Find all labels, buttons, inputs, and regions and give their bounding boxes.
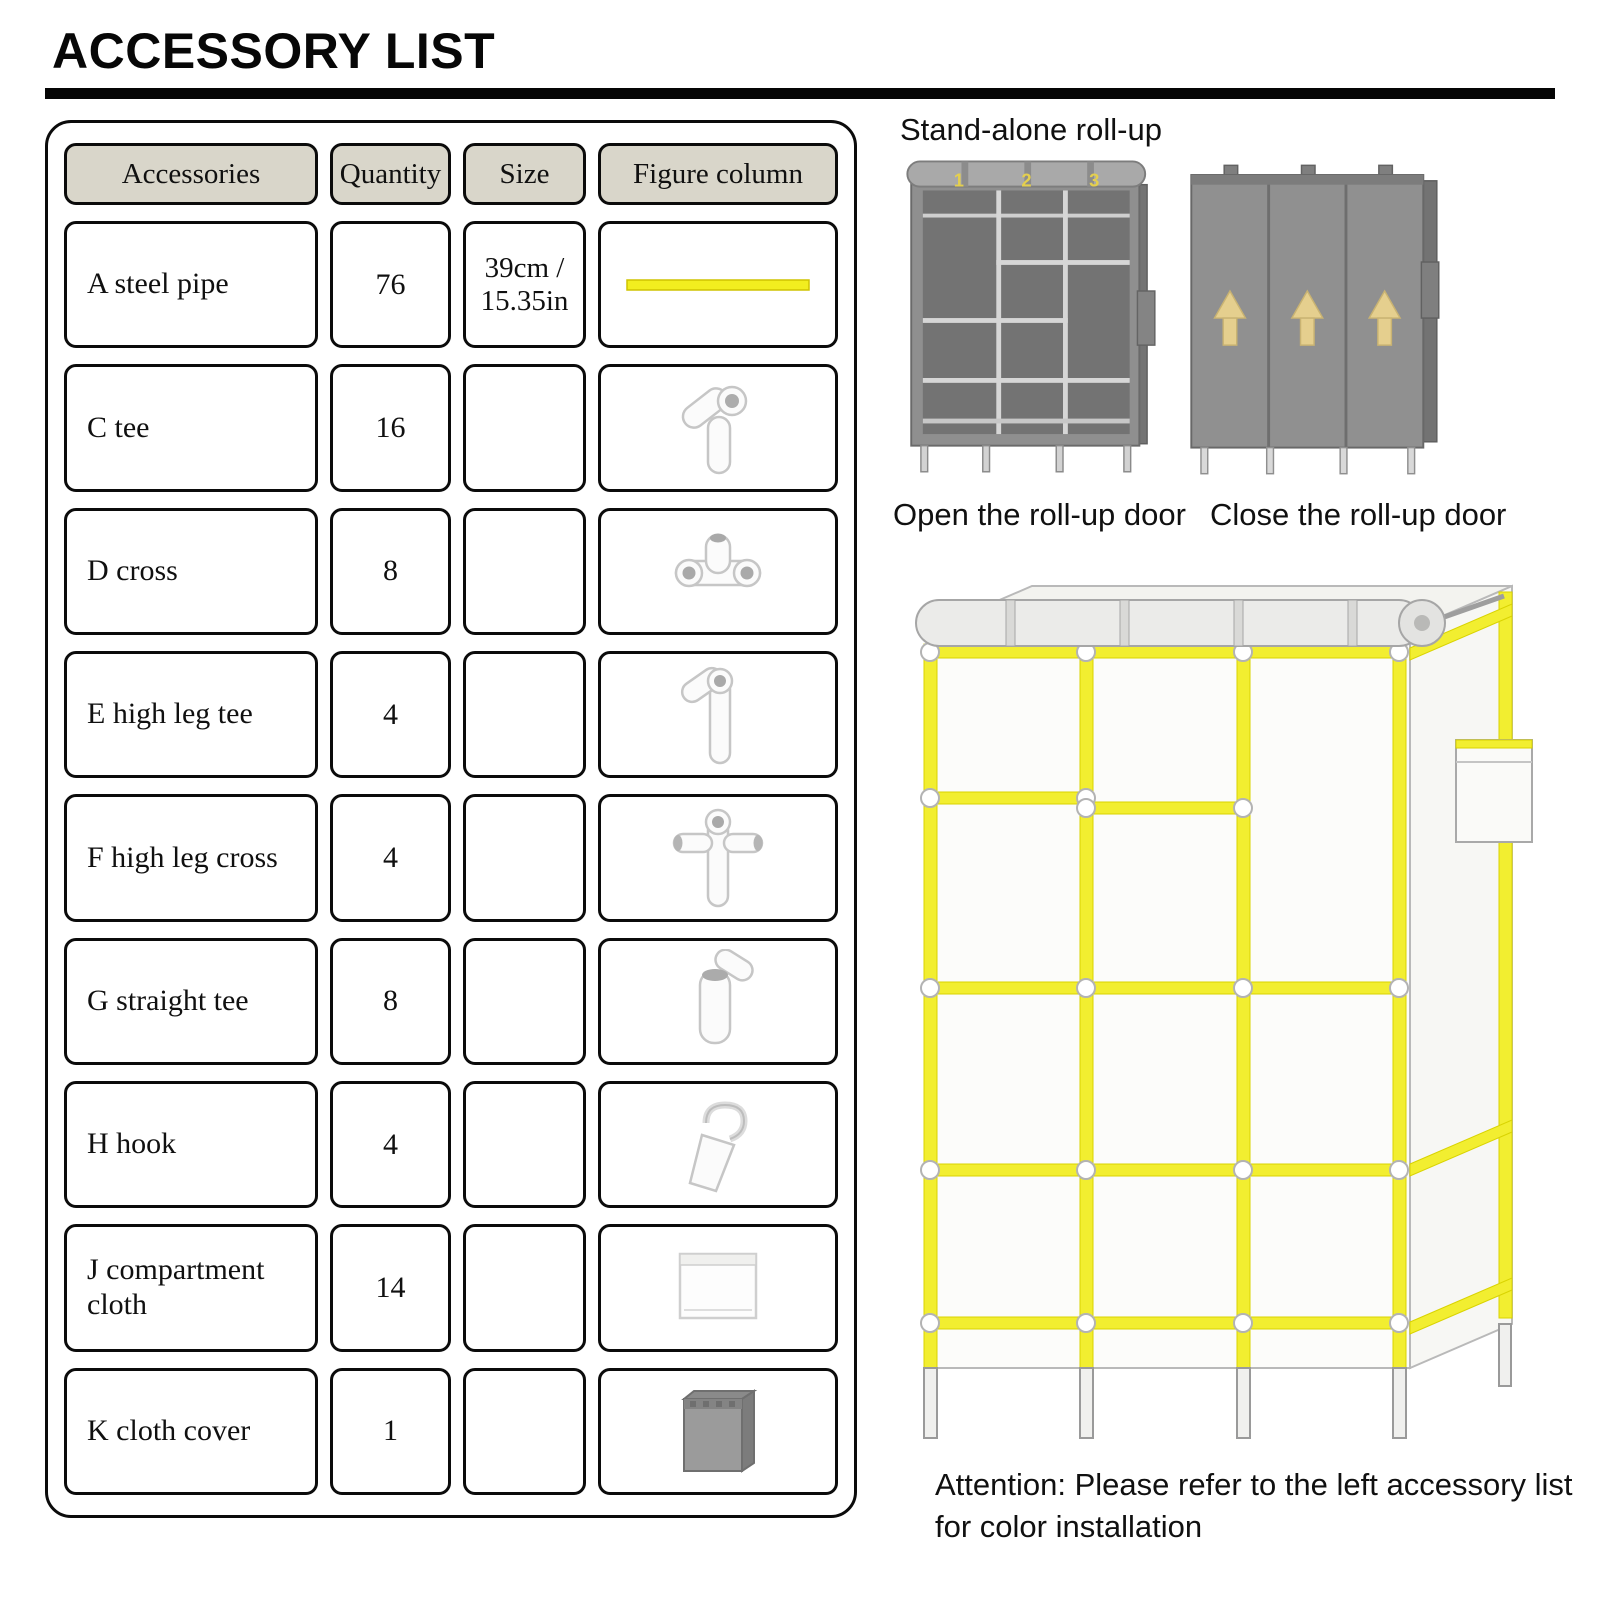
header-accessories: Accessories xyxy=(64,143,318,205)
accessory-size xyxy=(463,794,586,922)
accessory-name: J compartment cloth xyxy=(64,1224,318,1352)
accessory-quantity: 8 xyxy=(330,937,451,1065)
accessory-name: E high leg tee xyxy=(64,651,318,779)
accessory-name: C tee xyxy=(64,364,318,492)
header-quantity: Quantity xyxy=(330,143,451,205)
accessory-figure-cell xyxy=(598,364,838,492)
standalone-rollup-label: Stand-alone roll-up xyxy=(900,112,1162,147)
accessory-quantity: 4 xyxy=(330,794,451,922)
high-leg-cross-icon xyxy=(672,808,764,908)
accessory-figure-cell xyxy=(598,651,838,779)
accessory-figure-cell xyxy=(598,221,838,349)
accessory-name: G straight tee xyxy=(64,937,318,1065)
accessory-size xyxy=(463,1224,586,1352)
accessory-size xyxy=(463,507,586,635)
page-title: ACCESSORY LIST xyxy=(52,23,496,79)
accessory-size xyxy=(463,1081,586,1209)
high-leg-tee-icon xyxy=(680,666,734,764)
accessory-name: K cloth cover xyxy=(64,1367,318,1495)
tee-connector-icon xyxy=(681,386,748,475)
panel-number-2: 2 xyxy=(1021,170,1031,191)
header-size: Size xyxy=(463,143,586,205)
accessory-size: 39cm / 15.35in xyxy=(463,221,586,349)
accessory-name: H hook xyxy=(64,1081,318,1209)
hook-icon xyxy=(688,1101,748,1193)
accessory-name: D cross xyxy=(64,507,318,635)
accessory-figure-cell xyxy=(598,1224,838,1352)
cloth-cover-icon xyxy=(681,1389,758,1474)
accessory-figure-cell xyxy=(598,937,838,1065)
header-figure: Figure column xyxy=(598,143,838,205)
accessory-size xyxy=(463,364,586,492)
accessory-figure-cell xyxy=(598,507,838,635)
accessory-size xyxy=(463,937,586,1065)
closed-wardrobe-illustration xyxy=(1190,164,1440,475)
accessory-size xyxy=(463,651,586,779)
accessory-quantity: 14 xyxy=(330,1224,451,1352)
title-rule xyxy=(45,88,1555,99)
accessory-figure-cell xyxy=(598,1367,838,1495)
open-door-caption: Open the roll-up door xyxy=(893,497,1186,532)
accessory-quantity: 4 xyxy=(330,651,451,779)
open-wardrobe-illustration: 1 2 3 xyxy=(906,160,1156,473)
attention-note: Attention: Please refer to the left acce… xyxy=(935,1467,1573,1544)
accessory-quantity: 76 xyxy=(330,221,451,349)
accessory-size xyxy=(463,1367,586,1495)
straight-tee-icon xyxy=(698,948,754,1045)
accessory-quantity: 1 xyxy=(330,1367,451,1495)
accessory-quantity: 16 xyxy=(330,364,451,492)
up-arrow-icon xyxy=(1213,289,1402,346)
accessory-quantity: 8 xyxy=(330,507,451,635)
accessory-name: A steel pipe xyxy=(64,221,318,349)
wardrobe-line-drawing xyxy=(915,584,1533,1439)
steel-pipe-icon xyxy=(626,278,810,291)
accessory-figure-cell xyxy=(598,794,838,922)
accessory-name: F high leg cross xyxy=(64,794,318,922)
accessory-table: Accessories Quantity Size Figure column … xyxy=(45,120,857,1518)
panel-number-3: 3 xyxy=(1089,170,1099,191)
compartment-cloth-icon xyxy=(678,1252,758,1320)
panel-number-1: 1 xyxy=(954,170,964,191)
accessory-figure-cell xyxy=(598,1081,838,1209)
close-door-caption: Close the roll-up door xyxy=(1210,497,1507,532)
cross-connector-icon xyxy=(674,533,762,588)
accessory-quantity: 4 xyxy=(330,1081,451,1209)
